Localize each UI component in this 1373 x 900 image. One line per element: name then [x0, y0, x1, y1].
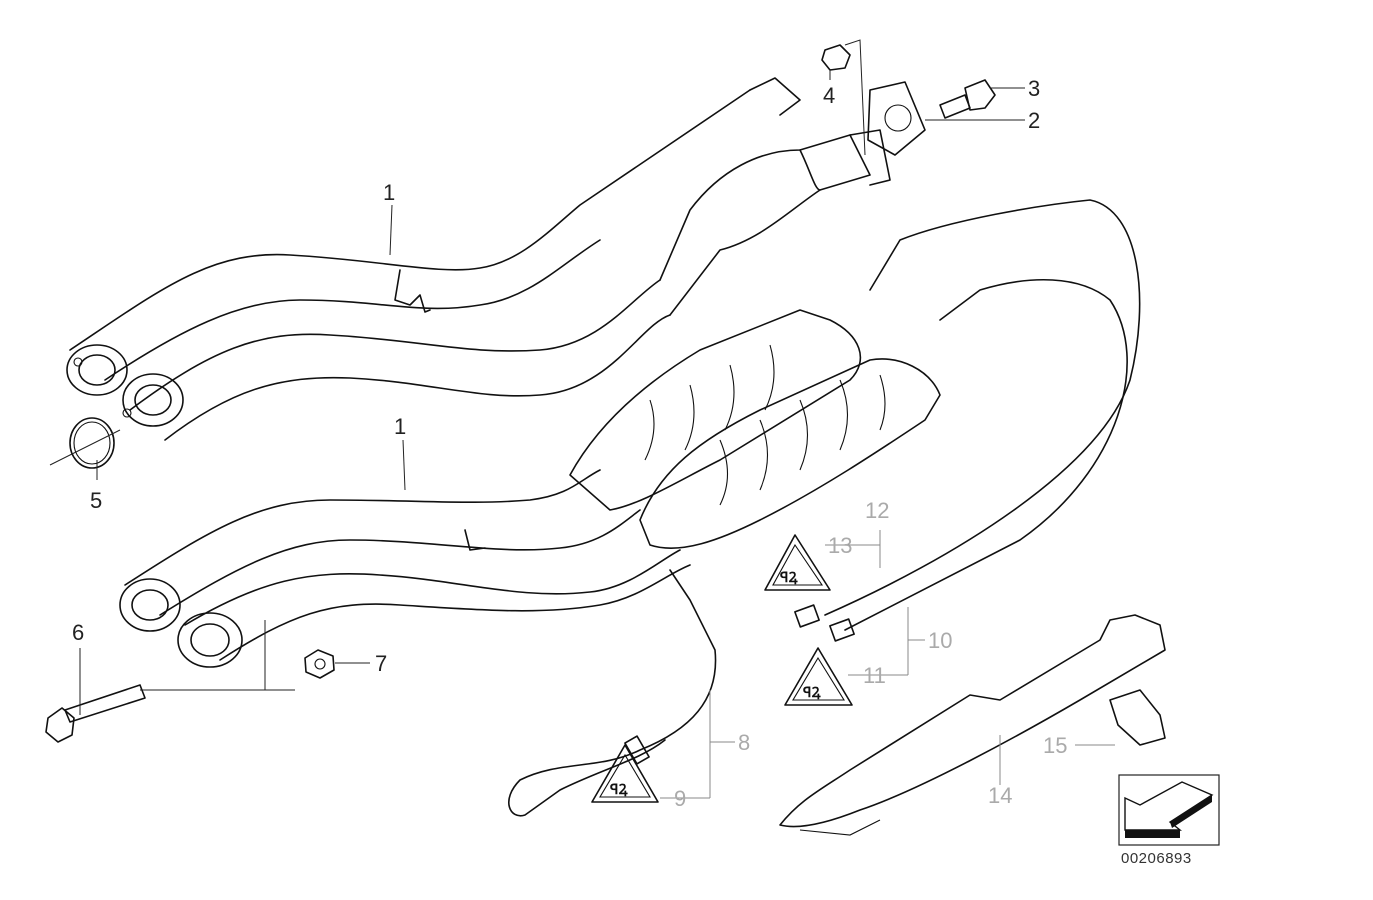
callout-label: 3 — [1028, 76, 1040, 101]
part-number: 00206893 — [1121, 850, 1192, 867]
hex-nut-7[interactable] — [304, 649, 335, 679]
callout-label: 1 — [383, 180, 395, 205]
bracket-14[interactable] — [779, 614, 1166, 836]
callout-label: 14 — [988, 783, 1012, 808]
callout-label: 5 — [90, 488, 102, 513]
callout-label: 1 — [394, 414, 406, 439]
lower-pipe-assembly[interactable] — [119, 309, 941, 668]
seal-ring-5[interactable] — [69, 417, 115, 469]
svg-text:ꟼꝜ: ꟼꝜ — [803, 684, 821, 700]
upper-pipe-assembly[interactable] — [66, 77, 891, 441]
direction-arrow-icon — [1118, 774, 1220, 846]
nut-4[interactable] — [821, 44, 851, 71]
callout-label: 7 — [375, 651, 387, 676]
leader-lines — [49, 39, 1115, 799]
callout-label: 2 — [1028, 108, 1040, 133]
warning-triangle-icon: ꟼꝜ — [764, 534, 831, 591]
gasket-2[interactable] — [867, 81, 926, 156]
svg-text:ꟼꝜ: ꟼꝜ — [610, 781, 628, 797]
oxygen-sensor-cables[interactable] — [508, 199, 1141, 817]
warning-triangle-icon: ꟼꝜ — [591, 744, 659, 803]
callout-label: 13 — [828, 533, 852, 558]
bolt-3[interactable] — [939, 79, 996, 119]
callout-label: 6 — [72, 620, 84, 645]
callout-label: 11 — [863, 663, 886, 688]
callout-label: 9 — [674, 786, 686, 811]
callout-label: 10 — [928, 628, 952, 653]
callout-label: 15 — [1043, 733, 1067, 758]
screw-6[interactable] — [45, 684, 146, 743]
svg-text:ꟼꝜ: ꟼꝜ — [780, 569, 798, 585]
warning-triangle-icon: ꟼꝜ — [784, 647, 853, 706]
callout-label: 4 — [823, 83, 835, 108]
callout-label: 8 — [738, 730, 750, 755]
clip-15[interactable] — [1109, 689, 1166, 746]
callout-label: 12 — [865, 498, 889, 523]
